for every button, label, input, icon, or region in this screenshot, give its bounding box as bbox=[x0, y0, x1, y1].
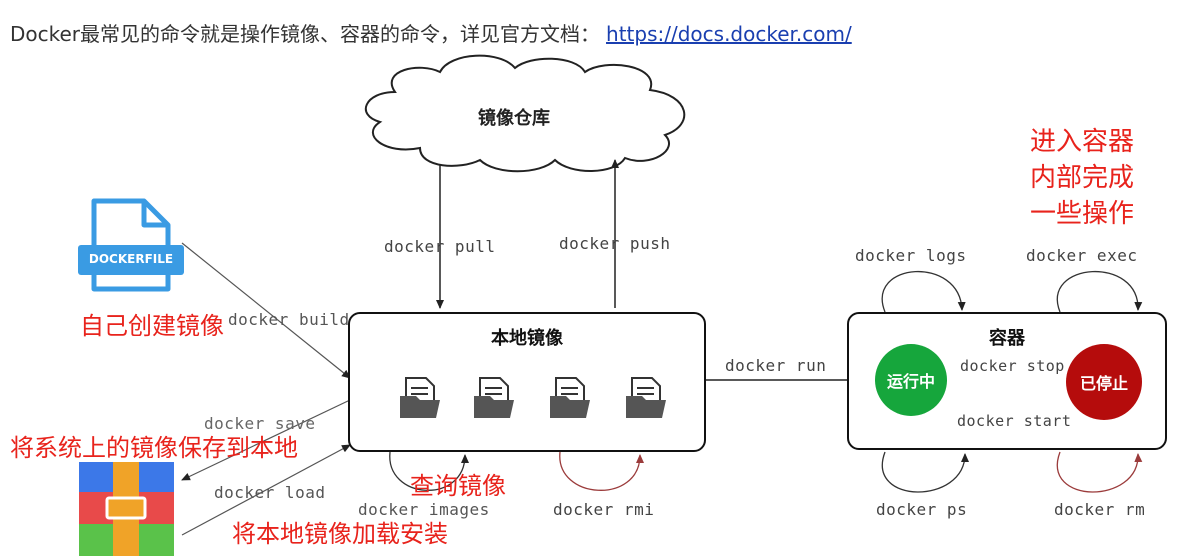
build-annotation: 自己创建镜像 bbox=[80, 312, 224, 340]
image-file-icon bbox=[398, 376, 444, 426]
rmi-label: docker rmi bbox=[553, 500, 655, 519]
run-label: docker run bbox=[725, 356, 827, 375]
intro-text: Docker最常见的命令就是操作镜像、容器的命令，详见官方文档： bbox=[10, 22, 601, 46]
local-images-title: 本地镜像 bbox=[491, 328, 563, 349]
build-prefix: d bbox=[228, 310, 239, 329]
dockerfile-icon: DOCKERFILE bbox=[78, 197, 184, 293]
container-title: 容器 bbox=[989, 328, 1025, 349]
start-label: docker start bbox=[957, 412, 1072, 430]
exec-annotation-line3: 一些操作 bbox=[1030, 199, 1135, 229]
load-label: docker load bbox=[214, 483, 326, 502]
load-annotation: 将本地镜像加载安装 bbox=[232, 520, 448, 548]
logs-loop bbox=[881, 270, 966, 313]
stop-label: docker stop bbox=[960, 357, 1065, 375]
image-file-icon bbox=[624, 376, 670, 426]
image-file-icon bbox=[548, 376, 594, 426]
rmi-loop bbox=[559, 451, 644, 491]
save-label: docker save bbox=[204, 414, 316, 433]
images-label: docker images bbox=[358, 500, 490, 519]
exec-annotation-line1: 进入容器 bbox=[1030, 127, 1135, 157]
stopped-state: 已停止 bbox=[1066, 344, 1142, 420]
pull-label: docker pull bbox=[384, 237, 496, 256]
ps-loop bbox=[881, 451, 969, 493]
save-annotation: 将系统上的镜像保存到本地 bbox=[10, 434, 298, 462]
ps-label: docker ps bbox=[876, 500, 968, 519]
intro-line: Docker最常见的命令就是操作镜像、容器的命令，详见官方文档：https://… bbox=[10, 18, 852, 47]
docs-link[interactable]: https://docs.docker.com/ bbox=[606, 22, 852, 46]
exec-label: docker exec bbox=[1026, 246, 1138, 265]
rm-loop bbox=[1056, 451, 1143, 493]
push-label: docker push bbox=[559, 234, 671, 253]
registry-label: 镜像仓库 bbox=[478, 108, 550, 129]
exec-annotation: 进入容器 内部完成 一些操作 bbox=[1030, 124, 1134, 232]
image-file-icon bbox=[472, 376, 518, 426]
container-box: 容器 运行中 已停止 bbox=[847, 312, 1167, 450]
local-images-box: 本地镜像 bbox=[348, 312, 706, 452]
logs-label: docker logs bbox=[855, 246, 967, 265]
dockerfile-label: DOCKERFILE bbox=[88, 252, 174, 266]
running-state: 运行中 bbox=[875, 344, 947, 416]
query-annotation: 查询镜像 bbox=[410, 472, 506, 500]
exec-loop bbox=[1056, 270, 1143, 313]
rm-label: docker rm bbox=[1054, 500, 1146, 519]
exec-annotation-line2: 内部完成 bbox=[1030, 163, 1135, 193]
archive-icon bbox=[79, 462, 174, 556]
build-label: docker build bbox=[228, 310, 350, 329]
